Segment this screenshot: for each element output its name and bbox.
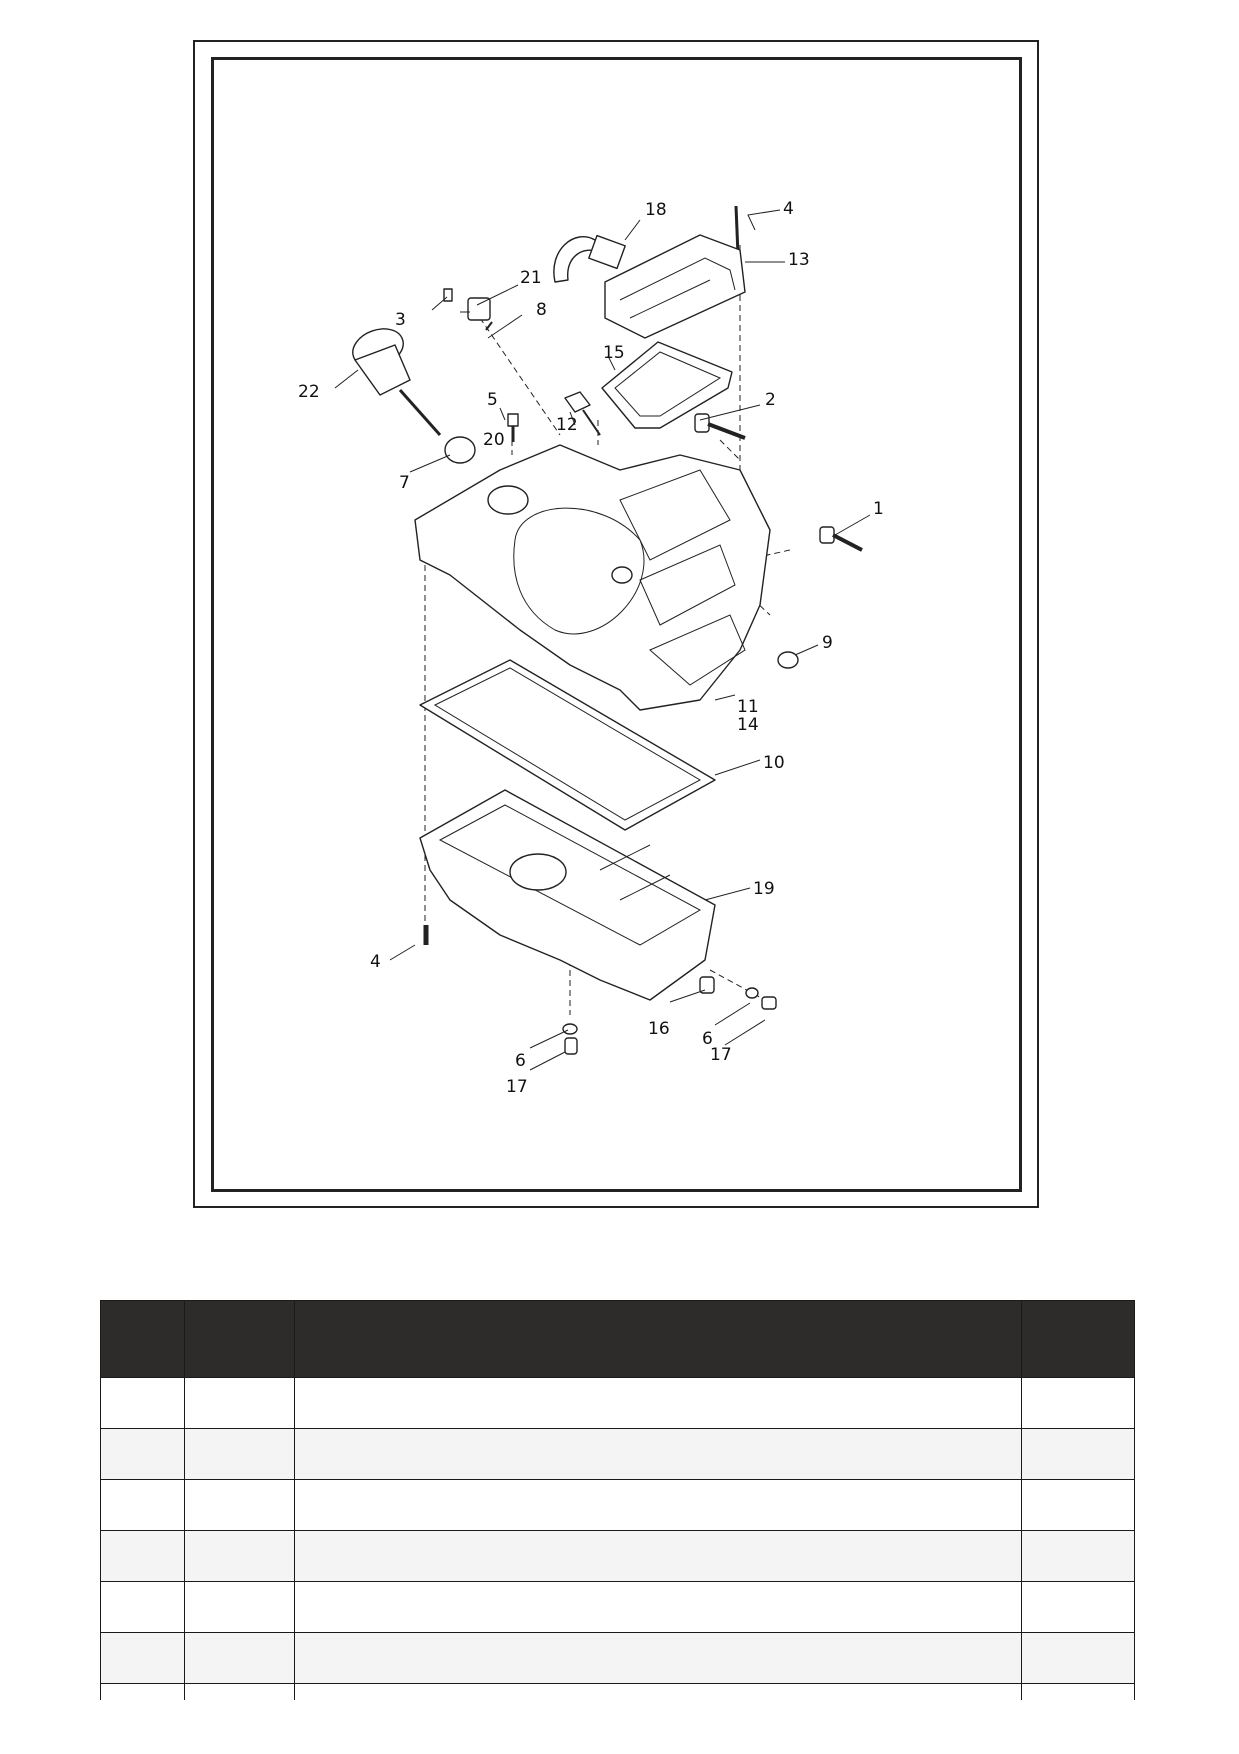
bolt-part-1 xyxy=(819,526,863,552)
sump-part xyxy=(419,789,716,1001)
callout-19: 19 xyxy=(753,879,775,899)
callout-1: 1 xyxy=(873,499,884,519)
dipstick-part xyxy=(352,328,442,436)
callout-2: 2 xyxy=(765,390,776,410)
hose-part xyxy=(553,234,626,283)
callout-7: 7 xyxy=(399,473,410,493)
table-cell xyxy=(184,1428,295,1480)
table-cell xyxy=(1021,1581,1135,1633)
header-cell-1 xyxy=(100,1300,185,1378)
table-cell xyxy=(294,1377,1022,1429)
table-cell xyxy=(294,1428,1022,1480)
callout-6-right: 6 xyxy=(702,1029,713,1049)
callout-17-bottom: 17 xyxy=(506,1077,528,1097)
parts-table xyxy=(100,1300,1135,1700)
table-row xyxy=(100,1581,1135,1633)
sensor-part xyxy=(460,297,491,321)
bolt-part-3 xyxy=(443,288,453,302)
table-cell xyxy=(294,1683,1022,1700)
table-cell xyxy=(100,1479,185,1531)
plug-part-9 xyxy=(777,651,799,669)
breather-cover-part xyxy=(604,234,746,339)
callout-17-right: 17 xyxy=(710,1045,732,1065)
callout-8: 8 xyxy=(536,300,547,320)
table-cell xyxy=(1021,1530,1135,1582)
callout-15: 15 xyxy=(603,343,625,363)
table-cell xyxy=(294,1479,1022,1531)
table-cell xyxy=(1021,1632,1135,1684)
table-cell xyxy=(294,1530,1022,1582)
callout-10: 10 xyxy=(763,753,785,773)
oring-part-8 xyxy=(485,321,493,331)
bolt-part-17-bottom xyxy=(564,1037,578,1055)
callout-4-bottom: 4 xyxy=(370,952,381,972)
table-cell xyxy=(184,1581,295,1633)
callout-22: 22 xyxy=(298,382,320,402)
table-cell xyxy=(294,1581,1022,1633)
callout-21: 21 xyxy=(520,268,542,288)
table-cell xyxy=(184,1479,295,1531)
callout-14: 14 xyxy=(737,715,759,735)
pin-top-part xyxy=(734,205,740,256)
table-row xyxy=(100,1683,1135,1700)
table-cell xyxy=(184,1530,295,1582)
washer-part-6-right xyxy=(745,987,759,999)
table-cell xyxy=(1021,1683,1135,1700)
table-cell xyxy=(184,1632,295,1684)
sump-gasket-part xyxy=(419,659,716,831)
table-row xyxy=(100,1530,1135,1582)
bolt-part-2 xyxy=(694,413,746,440)
table-cell xyxy=(1021,1479,1135,1531)
callout-18: 18 xyxy=(645,200,667,220)
table-row xyxy=(100,1632,1135,1684)
table-cell xyxy=(100,1530,185,1582)
callout-3: 3 xyxy=(395,310,406,330)
oring-part-7 xyxy=(444,436,476,464)
table-cell xyxy=(100,1377,185,1429)
header-cell-3 xyxy=(294,1300,1022,1378)
table-row xyxy=(100,1428,1135,1480)
callout-4-top: 4 xyxy=(783,199,794,219)
table-cell xyxy=(184,1377,295,1429)
callout-13: 13 xyxy=(788,250,810,270)
breather-gasket-part xyxy=(601,341,733,429)
callout-20: 20 xyxy=(483,430,505,450)
table-row xyxy=(100,1479,1135,1531)
callout-6-bottom: 6 xyxy=(515,1051,526,1071)
table-cell xyxy=(100,1632,185,1684)
washer-part-6-bottom xyxy=(562,1023,578,1035)
table-cell xyxy=(1021,1428,1135,1480)
bolt-part-20 xyxy=(507,413,519,442)
header-cell-4 xyxy=(1021,1300,1135,1378)
callout-16: 16 xyxy=(648,1019,670,1039)
table-cell xyxy=(100,1683,185,1700)
table-row xyxy=(100,1377,1135,1429)
callout-5: 5 xyxy=(487,390,498,410)
table-cell xyxy=(1021,1377,1135,1429)
drain-plug-part-16 xyxy=(699,976,715,994)
callout-11: 11 xyxy=(737,697,759,717)
callout-9: 9 xyxy=(822,633,833,653)
crankcase-part xyxy=(414,444,771,711)
header-cell-2 xyxy=(184,1300,295,1378)
bolt-part-17-right xyxy=(761,996,777,1010)
callout-12: 12 xyxy=(556,415,578,435)
table-cell xyxy=(100,1428,185,1480)
diagram-inner-border xyxy=(211,57,1022,1192)
pressure-switch-part xyxy=(564,391,601,436)
table-cell xyxy=(184,1683,295,1700)
diagram-outer-border xyxy=(193,40,1039,1208)
table-cell xyxy=(294,1632,1022,1684)
parts-table-header-row xyxy=(100,1300,1135,1378)
table-cell xyxy=(100,1581,185,1633)
